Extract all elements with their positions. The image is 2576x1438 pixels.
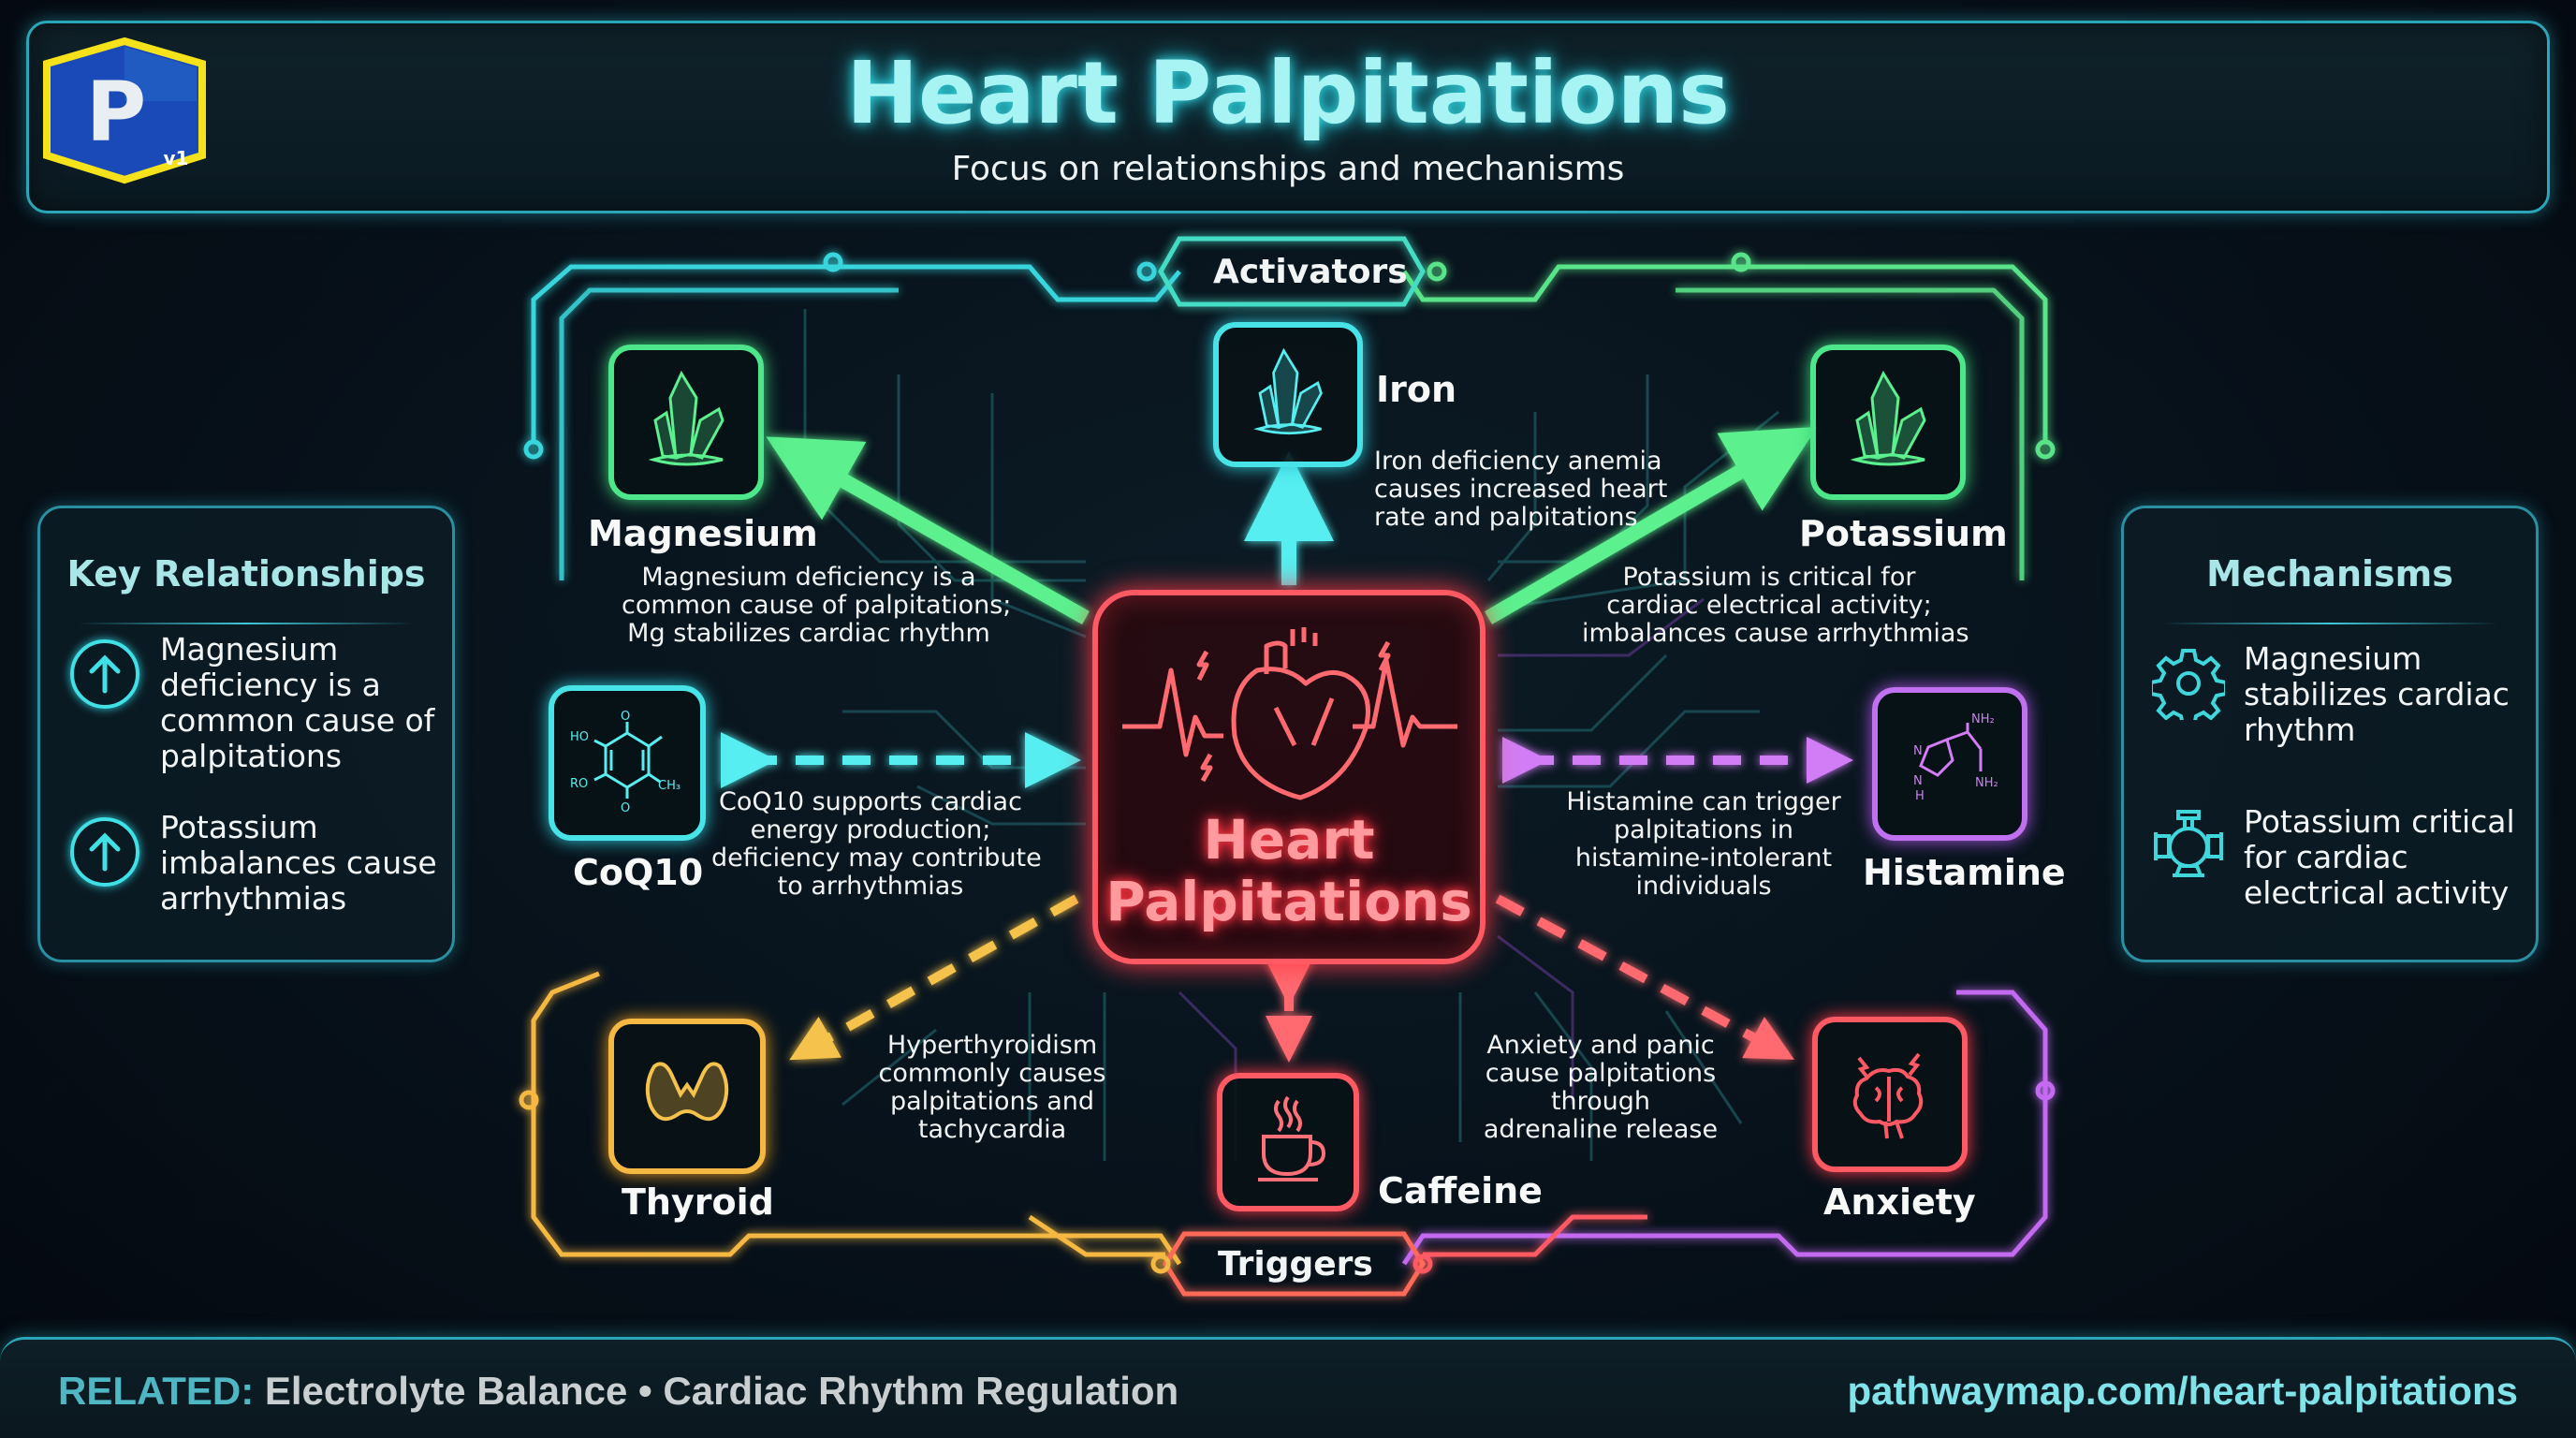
source-url-link[interactable]: pathwaymap.com/heart-palpitations: [1847, 1369, 2518, 1413]
node-caffeine[interactable]: [1217, 1073, 1359, 1211]
node-label-thyroid: Thyroid: [622, 1181, 774, 1223]
related-label: RELATED:: [58, 1369, 255, 1413]
related-links[interactable]: Electrolyte Balance • Cardiac Rhythm Reg…: [264, 1369, 1179, 1413]
footer-bar: [0, 1337, 2576, 1438]
mechanisms-panel: Mechanisms Magnesium stabilizes cardiac …: [2121, 506, 2539, 962]
divider: [78, 623, 415, 624]
svg-text:P: P: [86, 64, 147, 160]
key-relationships-panel: Key Relationships Magnesium deficiency i…: [37, 506, 455, 962]
page-subtitle: Focus on relationships and mechanisms: [951, 150, 1625, 188]
svg-text:N: N: [1913, 774, 1923, 788]
node-label-magnesium: Magnesium: [588, 513, 818, 554]
group-label-triggers: Triggers: [1218, 1245, 1373, 1284]
node-label-caffeine: Caffeine: [1378, 1170, 1543, 1211]
node-anxiety[interactable]: [1812, 1017, 1968, 1172]
node-label-histamine: Histamine: [1863, 852, 2066, 893]
relationship-item: Potassium imbalances cause arrhythmias: [70, 810, 437, 917]
page-title: Heart Palpitations: [846, 43, 1730, 143]
node-potassium[interactable]: [1810, 345, 1966, 500]
node-coq10[interactable]: O O HO RO CH₃: [549, 685, 706, 841]
related-topics: RELATED: Electrolyte Balance • Cardiac R…: [58, 1369, 1178, 1414]
mechanism-item: Magnesium stabilizes cardiac rhythm: [2149, 641, 2510, 748]
gear-icon: [2149, 647, 2228, 727]
coffee-cup-icon: [1241, 1093, 1335, 1191]
pump-icon: [2152, 810, 2225, 883]
crystal-icon: [1241, 342, 1335, 448]
header-bar: [26, 21, 2550, 213]
crystal-icon: [635, 364, 738, 480]
node-label-potassium: Potassium: [1799, 513, 2008, 554]
mechanism-item: Potassium critical for cardiac electrica…: [2152, 804, 2515, 911]
node-label-anxiety: Anxiety: [1823, 1181, 1976, 1223]
svg-text:O: O: [621, 801, 630, 815]
center-title: Heart Palpitations: [1105, 808, 1472, 933]
svg-text:CH₃: CH₃: [658, 779, 681, 793]
panel-title: Key Relationships: [66, 553, 426, 594]
panel-title: Mechanisms: [2206, 553, 2453, 594]
node-label-iron: Iron: [1376, 369, 1457, 410]
crystal-icon: [1837, 364, 1939, 480]
center-node-heart-palpitations[interactable]: Heart Palpitations: [1092, 590, 1486, 964]
molecule-icon: O O HO RO CH₃: [566, 705, 688, 821]
svg-text:NH₂: NH₂: [1975, 776, 1998, 790]
node-thyroid[interactable]: [608, 1019, 766, 1174]
svg-text:N: N: [1913, 744, 1923, 758]
arrow-up-circle-icon: [70, 639, 139, 709]
node-magnesium[interactable]: [608, 345, 764, 500]
thyroid-icon: [636, 1048, 739, 1145]
node-iron[interactable]: [1213, 322, 1363, 467]
relationship-item: Magnesium deficiency is a common cause o…: [70, 632, 434, 774]
node-label-coq10: CoQ10: [573, 852, 704, 893]
svg-text:RO: RO: [570, 777, 588, 791]
pathwaymap-logo[interactable]: P v1: [36, 36, 213, 185]
heart-ecg-icon: [1117, 614, 1463, 805]
svg-text:H: H: [1915, 789, 1925, 803]
arrow-up-circle-icon: [70, 817, 139, 887]
group-label-activators: Activators: [1213, 253, 1408, 291]
divider: [2161, 623, 2498, 624]
svg-text:v1: v1: [164, 147, 189, 169]
svg-text:NH₂: NH₂: [1971, 712, 1995, 726]
svg-text:O: O: [621, 710, 630, 724]
brain-icon: [1838, 1041, 1941, 1148]
svg-text:HO: HO: [570, 730, 589, 744]
